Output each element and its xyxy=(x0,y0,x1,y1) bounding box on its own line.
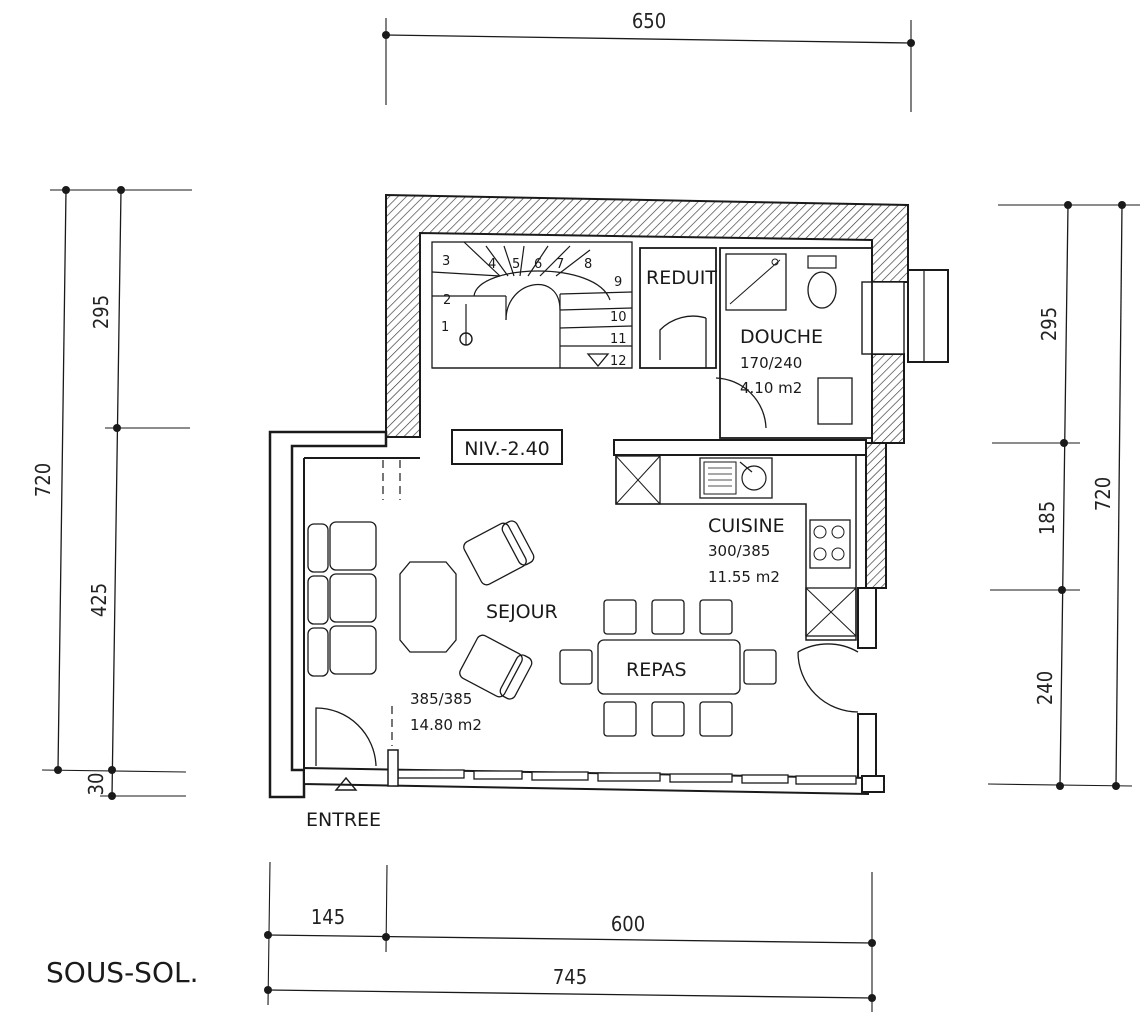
label-entrance: ENTREE xyxy=(306,809,381,831)
stair-step-2: 2 xyxy=(443,293,451,308)
room-repas: REPAS xyxy=(559,599,777,737)
wall-top xyxy=(385,193,909,438)
stair-step-3: 3 xyxy=(442,254,450,269)
stair-step-5: 5 xyxy=(512,257,520,272)
toilet xyxy=(807,271,837,309)
armchair-bottom xyxy=(459,634,533,700)
size-cuisine: 300/385 xyxy=(708,542,770,560)
dim-left-720: 720 xyxy=(31,463,55,497)
kitchen-sink xyxy=(699,457,773,499)
room-reduit: REDUIT xyxy=(639,247,717,369)
area-douche: 4.10 m2 xyxy=(740,379,802,397)
wall-right-kitchen xyxy=(865,442,887,589)
dim-left-30: 30 xyxy=(84,773,108,796)
dining-table xyxy=(559,599,777,737)
cooktop xyxy=(809,519,851,569)
label-douche: DOUCHE xyxy=(740,326,823,348)
dim-bottom-600: 600 xyxy=(611,912,645,936)
dimension-top: 650 xyxy=(382,9,915,112)
entrance-arrow xyxy=(334,776,358,791)
label-reduit: REDUIT xyxy=(646,267,717,289)
coffee-table xyxy=(399,561,457,653)
armchair-top xyxy=(463,520,535,586)
stair-step-6: 6 xyxy=(534,257,542,272)
room-douche: DOUCHE 170/240 4.10 m2 xyxy=(715,247,873,439)
stair-step-1: 1 xyxy=(441,320,449,335)
dim-right-295: 295 xyxy=(1037,307,1061,341)
stair-step-11: 11 xyxy=(610,332,627,347)
area-cuisine: 11.55 m2 xyxy=(708,568,780,586)
sofa xyxy=(307,521,377,677)
balcony-box xyxy=(907,269,949,363)
dim-right-240: 240 xyxy=(1033,671,1057,705)
stair-step-7: 7 xyxy=(556,257,564,272)
wall-kitchen-top xyxy=(613,439,867,456)
shower-tray xyxy=(725,253,787,311)
walls xyxy=(268,193,949,799)
wall-right-upper xyxy=(871,353,905,444)
stair-step-4: 4 xyxy=(488,257,496,272)
stair-step-8: 8 xyxy=(584,257,592,272)
dim-right-185: 185 xyxy=(1035,501,1059,535)
dim-left-425: 425 xyxy=(87,583,111,617)
size-douche: 170/240 xyxy=(740,354,802,372)
wall-left xyxy=(268,430,388,799)
dimension-left: 720 295 425 30 xyxy=(31,186,192,800)
area-sejour: 14.80 m2 xyxy=(410,716,482,734)
window-bottom xyxy=(397,769,857,785)
dim-bottom-745: 745 xyxy=(553,965,587,989)
dimension-bottom: 145 600 745 xyxy=(264,861,876,1012)
dim-top-650: 650 xyxy=(632,9,666,33)
dimension-right: 295 185 240 720 xyxy=(987,201,1140,790)
staircase: 1 2 3 4 5 6 7 8 9 10 11 12 xyxy=(431,241,633,369)
label-sejour: SEJOUR xyxy=(486,601,558,623)
wall-right-lower xyxy=(857,587,877,781)
dim-bottom-145: 145 xyxy=(311,905,345,929)
dim-left-295: 295 xyxy=(89,295,113,329)
label-level: NIV.-2.40 xyxy=(464,438,550,460)
label-repas: REPAS xyxy=(626,659,687,681)
stair-step-9: 9 xyxy=(614,275,622,290)
stair-step-10: 10 xyxy=(610,310,627,325)
dim-right-720: 720 xyxy=(1091,477,1115,511)
room-sejour: SEJOUR 385/385 14.80 m2 xyxy=(307,520,558,791)
plan-title: SOUS-SOL. xyxy=(46,956,199,989)
size-sejour: 385/385 xyxy=(410,690,472,708)
room-cuisine: CUISINE 300/385 11.55 m2 xyxy=(615,455,859,713)
stair-step-12: 12 xyxy=(610,354,627,369)
washbasin xyxy=(817,377,853,425)
level-marker: NIV.-2.40 xyxy=(451,429,563,465)
label-cuisine: CUISINE xyxy=(708,515,785,537)
